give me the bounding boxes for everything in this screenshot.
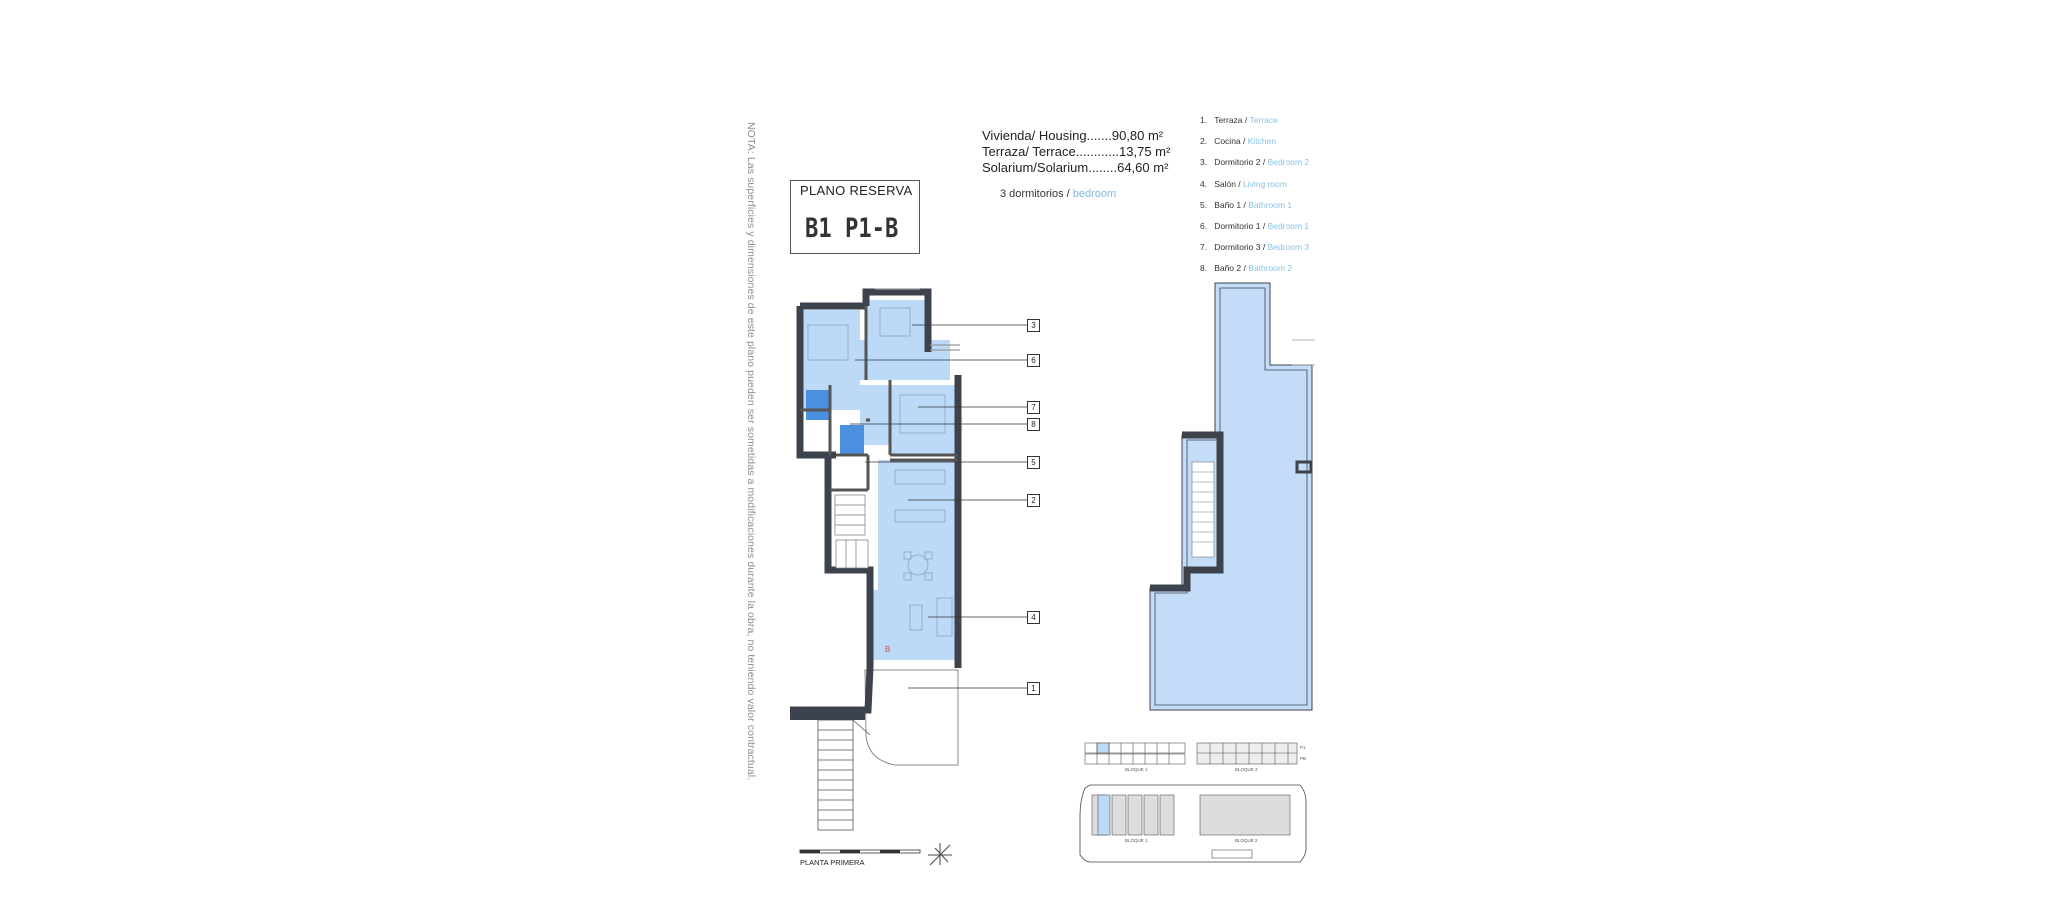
plan-box-code: B1 P1-B [805,213,899,244]
north-arrow-icon [928,843,952,866]
svg-text:B: B [885,645,890,654]
key-plan-p1: P1 [1300,745,1306,750]
key-plan-bloque2: BLOQUE 2 [1235,838,1258,843]
legend-item: 8. Baño 2 / Bathroom 2 [1200,263,1293,274]
legend-item: 3. Dormitorio 2 / Bedroom 2 [1200,157,1310,168]
corridor-fill [860,385,890,445]
living-fill [870,590,958,660]
bedroom-3-fill [890,385,955,455]
floor-label: PLANTA PRIMERA [800,858,865,867]
solarium-plan [1149,282,1315,711]
area-housing: Vivienda/ Housing.......90,80 m² [982,128,1164,143]
callout-leaders [850,324,1027,689]
bedroom-count-en: bedroom [1072,188,1117,200]
callout-8: 8 [1027,418,1040,431]
key-plan-bloque2-top: BLOQUE 2 [1235,767,1258,772]
legend-item: 1. Terraza / Terrace [1200,115,1278,125]
callout-3: 3 [1027,319,1040,332]
bedroom-count: 3 dormitorios / bedroom [1000,188,1116,200]
area-summary: Vivienda/ Housing.......90,80 m² Terraza… [982,128,1170,176]
area-terrace: Terraza/ Terrace............13,75 m² [982,144,1171,159]
callout-7: 7 [1027,401,1040,414]
plan-box-label: PLANO RESERVA [800,183,913,198]
legend-item: 2. Cocina / Kitchen [1200,136,1277,147]
callout-4: 4 [1027,611,1040,624]
area-solarium: Solarium/Solarium........64,60 m² [982,160,1169,175]
bathroom-1-fill [840,425,864,455]
callout-1: 1 [1027,682,1040,695]
key-plan-bloque1: BLOQUE 1 [1125,838,1148,843]
key-plan-bloque1-top: BLOQUE 1 [1125,767,1148,772]
room-legend: 1. Terraza / Terrace 2. Cocina / Kitchen… [1200,110,1309,280]
callout-5: 5 [1027,456,1040,469]
apartment-plan: B [790,288,962,831]
legend-item: 5. Baño 1 / Bathroom 1 [1200,199,1293,210]
callout-2: 2 [1027,494,1040,507]
key-plan [1079,742,1307,863]
callout-6: 6 [1027,354,1040,367]
legend-item: 4. Salón / Living room [1200,178,1287,189]
legend-item: 6. Dormitorio 1 / Bedroom 1 [1200,221,1310,232]
scale-bar [799,849,921,854]
legend-item: 7. Dormitorio 3 / Bedroom 3 [1200,242,1310,253]
plan-title-box: PLANO RESERVA B1 P1-B [790,180,920,254]
bathroom-2-fill [806,390,830,420]
key-plan-pb: PB [1300,756,1307,761]
bedroom-count-es: 3 dormitorios / [1000,188,1073,200]
